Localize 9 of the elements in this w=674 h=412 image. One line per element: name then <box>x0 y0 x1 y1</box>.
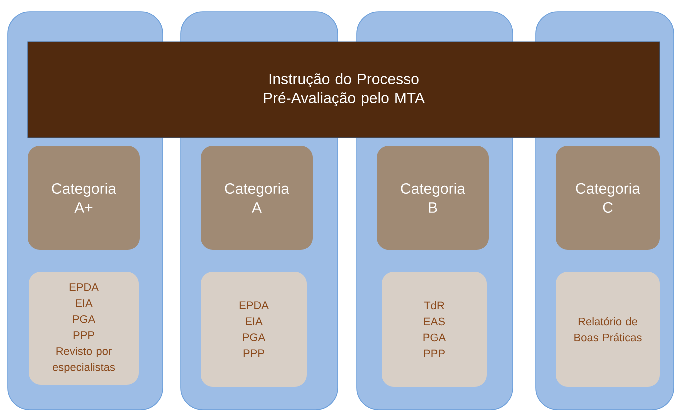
document-list-box: EPDA EIA PGA PPP Revisto por especialistas <box>29 272 139 385</box>
document-list-box: Relatório de Boas Práticas <box>556 272 660 387</box>
document-list-box: EPDA EIA PGA PPP <box>201 272 307 387</box>
document-list-box: TdR EAS PGA PPP <box>382 272 487 387</box>
category-box: Categoria B <box>377 146 489 250</box>
category-box: Categoria C <box>556 146 660 250</box>
category-box: Categoria A+ <box>28 146 140 250</box>
title-banner: Instrução do Processo Pré-Avaliação pelo MTA <box>28 42 660 138</box>
category-box: Categoria A <box>201 146 313 250</box>
